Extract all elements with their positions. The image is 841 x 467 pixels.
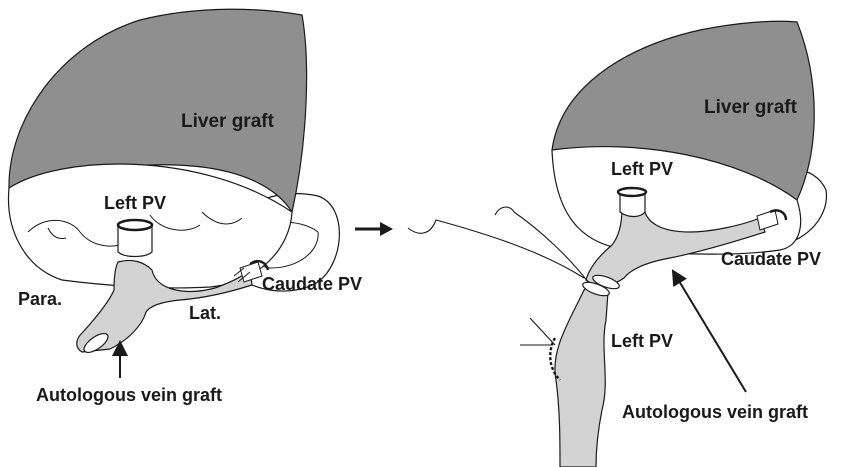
right-vein-graft-body — [555, 286, 608, 467]
right-panel — [408, 21, 826, 467]
left-vein-graft-label: Autologous vein graft — [36, 386, 222, 404]
right-caudate-pv-label: Caudate PV — [721, 250, 821, 268]
right-left-pv-top-label: Left PV — [611, 160, 673, 178]
right-left-pv-bottom-label: Left PV — [611, 332, 673, 350]
right-vein-graft-label: Autologous vein graft — [622, 403, 808, 421]
right-liver-graft-label: Liver graft — [704, 98, 797, 117]
left-liver-graft-label: Liver graft — [181, 112, 274, 131]
left-lat-label: Lat. — [189, 304, 221, 322]
left-para-label: Para. — [18, 290, 62, 308]
left-caudate-pv-label: Caudate PV — [262, 275, 362, 293]
transition-arrow — [355, 222, 393, 236]
left-left-pv-label: Left PV — [104, 194, 166, 212]
left-panel — [8, 9, 339, 378]
